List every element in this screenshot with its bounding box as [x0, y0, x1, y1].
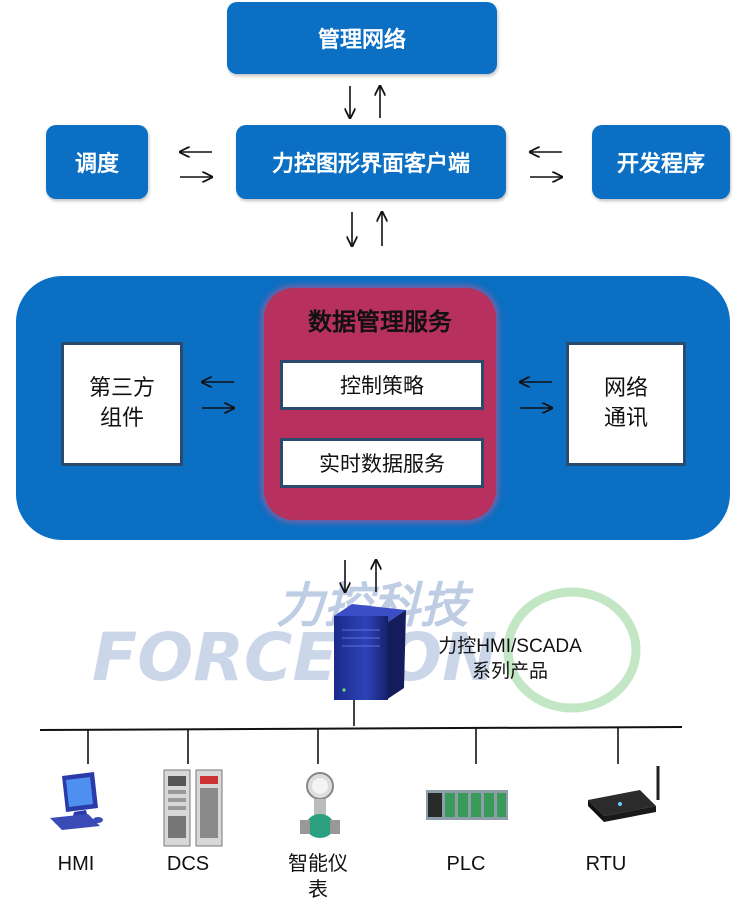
field-bus-line	[39, 726, 683, 731]
third-party-line1: 第三方	[88, 376, 155, 401]
dev-program-box: 开发程序	[592, 125, 730, 199]
dev-program-label: 开发程序	[616, 152, 705, 177]
client-box: 力控图形界面客户端	[236, 125, 506, 199]
third-party-component-box: 第三方 组件	[61, 342, 183, 466]
forcecon-logo: 力控科技 FORCECON	[92, 578, 641, 713]
server-icon	[334, 604, 406, 700]
client-label: 力控图形界面客户端	[271, 152, 470, 177]
device-label-rtu: RTU	[586, 853, 627, 875]
network-line1: 网络	[603, 376, 648, 401]
dispatch-box: 调度	[46, 125, 148, 199]
device-label-hmi: HMI	[58, 853, 95, 875]
device-label-dcs: DCS	[167, 853, 209, 875]
network-line2: 通讯	[603, 406, 648, 431]
device-label-instrument-line2: 表	[308, 878, 328, 901]
logo-en-text: FORCECON	[92, 619, 497, 696]
management-network-label: 管理网络	[317, 28, 406, 53]
control-strategy-box: 控制策略	[280, 360, 484, 410]
dispatch-label: 调度	[74, 152, 119, 177]
management-network-box: 管理网络	[227, 2, 497, 74]
cabinet-icon	[163, 769, 223, 847]
device-label-plc: PLC	[447, 853, 486, 875]
plc-icon	[426, 790, 508, 820]
data-management-service-box: 数据管理服务 控制策略 实时数据服务	[264, 288, 496, 520]
realtime-data-service-box: 实时数据服务	[280, 438, 484, 488]
realtime-data-service-label: 实时数据服务	[319, 452, 445, 476]
network-communication-box: 网络 通讯	[566, 342, 686, 466]
rtu-icon	[588, 766, 660, 822]
control-strategy-label: 控制策略	[340, 374, 424, 398]
device-label-instrument-line1: 智能仪	[288, 852, 348, 875]
third-party-line2: 组件	[99, 406, 144, 431]
server-label-line2: 系列产品	[472, 660, 548, 682]
flowmeter-icon	[300, 772, 340, 838]
server-label-line1: 力控HMI/SCADA	[438, 635, 582, 657]
data-management-service-title: 数据管理服务	[308, 308, 452, 336]
computer-icon	[50, 772, 103, 830]
